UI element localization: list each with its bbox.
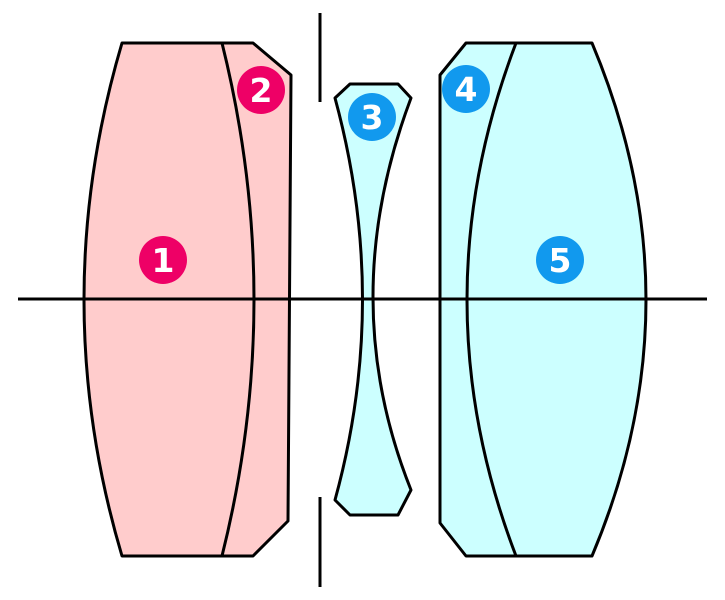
element-3-label: 3: [361, 98, 384, 137]
element-1-label: 1: [152, 241, 175, 280]
element-3-badge: 3: [348, 93, 396, 141]
element-5-label: 5: [549, 241, 572, 280]
element-1-2-interface: [220, 42, 256, 557]
element-1-badge: 1: [139, 236, 187, 284]
element-4-5-interface: [465, 42, 518, 557]
element-4-badge: 4: [442, 65, 490, 113]
element-4-label: 4: [455, 70, 478, 109]
element-5-badge: 5: [536, 236, 584, 284]
rear-group-outline: [438, 41, 648, 558]
element-3-outline: [333, 82, 413, 517]
front-group-outline: [82, 41, 293, 558]
element-2-label: 2: [250, 71, 273, 110]
element-2-badge: 2: [237, 66, 285, 114]
